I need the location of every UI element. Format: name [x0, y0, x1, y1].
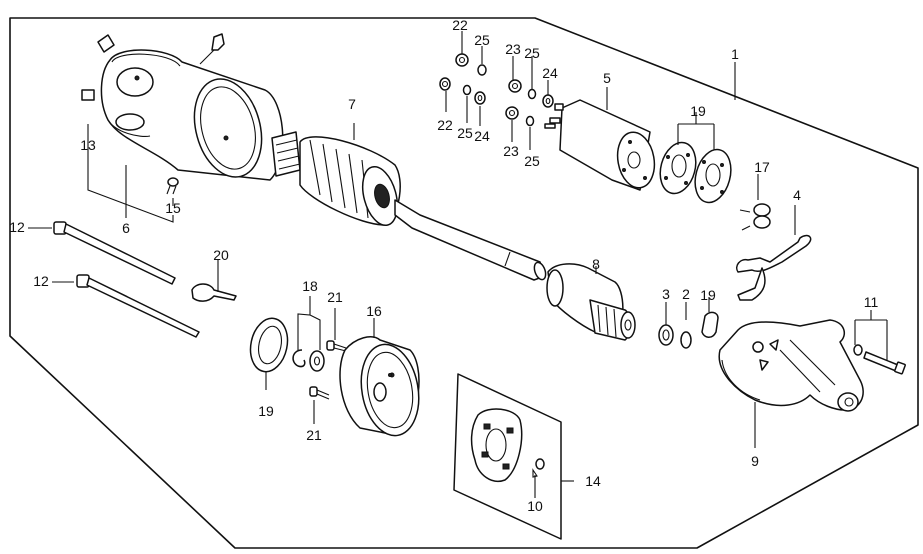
callout-24-right: 24 [542, 65, 558, 81]
solenoid-5[interactable] [544, 99, 659, 191]
clamp-20[interactable] [191, 283, 237, 302]
callout-3: 3 [662, 286, 670, 302]
lock-washer-25-b[interactable] [462, 84, 472, 96]
callout-25-c: 25 [524, 45, 540, 61]
callout-19-seal: 19 [258, 403, 274, 419]
grommet-19[interactable] [701, 311, 719, 338]
overrunning-clutch-8[interactable] [546, 263, 636, 341]
callout-14: 14 [585, 473, 601, 489]
callout-8: 8 [592, 256, 600, 272]
callout-22-lower: 22 [437, 117, 453, 133]
nut-23-upper[interactable] [508, 79, 522, 93]
stop-collar-3[interactable] [658, 324, 674, 346]
armature[interactable] [271, 131, 548, 281]
callout-21-upper: 21 [327, 289, 343, 305]
leader-lines [28, 31, 888, 498]
callout-7: 7 [348, 96, 356, 112]
clip-18[interactable] [292, 349, 306, 368]
callout-18: 18 [302, 278, 318, 294]
yoke-field-coil[interactable] [81, 33, 284, 185]
lock-washer-25-c[interactable] [527, 88, 537, 100]
callout-21-lower: 21 [306, 427, 322, 443]
callout-12-lower: 12 [33, 273, 49, 289]
callout-16: 16 [366, 303, 382, 319]
rear-cover-16[interactable] [339, 336, 426, 440]
callout-2: 2 [682, 286, 690, 302]
callout-10: 10 [527, 498, 543, 514]
screw-15[interactable] [166, 177, 179, 195]
gear-housing-9[interactable] [718, 319, 864, 412]
callout-13: 13 [80, 137, 96, 153]
gasket-19-a[interactable] [655, 138, 701, 197]
callout-19-gaskets: 19 [690, 103, 706, 119]
screw-21-lower[interactable] [309, 386, 330, 400]
assembly-boundary [9, 17, 919, 549]
callout-25-b: 25 [457, 125, 473, 141]
nut-22-upper[interactable] [455, 53, 469, 67]
snap-ring-2[interactable] [680, 331, 692, 349]
callout-9: 9 [751, 453, 759, 469]
lock-washer-25-a[interactable] [477, 64, 487, 76]
washer-18[interactable] [309, 350, 325, 372]
nut-23-lower[interactable] [505, 106, 519, 120]
callout-5: 5 [603, 70, 611, 86]
through-bolt-lower[interactable] [76, 274, 200, 338]
callout-24-left: 24 [474, 128, 490, 144]
brush-holder-14[interactable] [453, 373, 562, 540]
callout-11: 11 [864, 294, 879, 310]
nut-22-lower[interactable] [439, 77, 451, 91]
through-bolt-upper[interactable] [53, 221, 176, 285]
washer-24-b[interactable] [542, 94, 554, 108]
seal-19[interactable] [246, 315, 292, 375]
shift-lever-4[interactable] [736, 234, 812, 301]
callout-19-grommet: 19 [700, 287, 716, 303]
callout-23-upper: 23 [505, 41, 521, 57]
gasket-19-b[interactable] [690, 146, 737, 207]
screw-21-upper[interactable] [326, 340, 347, 352]
callout-22-upper: 22 [452, 17, 468, 33]
callout-23-lower: 23 [503, 143, 519, 159]
callout-1: 1 [731, 46, 739, 62]
bolt-washer-11[interactable] [853, 344, 906, 375]
callout-4: 4 [793, 187, 801, 203]
callout-12-upper: 12 [9, 219, 25, 235]
spring-17[interactable] [739, 203, 771, 231]
callout-25-a: 25 [474, 32, 490, 48]
callout-17: 17 [754, 159, 770, 175]
lock-washer-25-d[interactable] [525, 115, 535, 127]
callout-15: 15 [165, 200, 181, 216]
callout-25-d: 25 [524, 153, 540, 169]
callout-20: 20 [213, 247, 229, 263]
callout-6: 6 [122, 220, 130, 236]
washer-24-a[interactable] [474, 91, 486, 105]
callout-labels: 1 2 3 4 5 6 7 8 9 10 11 12 12 13 14 15 1… [9, 17, 878, 514]
